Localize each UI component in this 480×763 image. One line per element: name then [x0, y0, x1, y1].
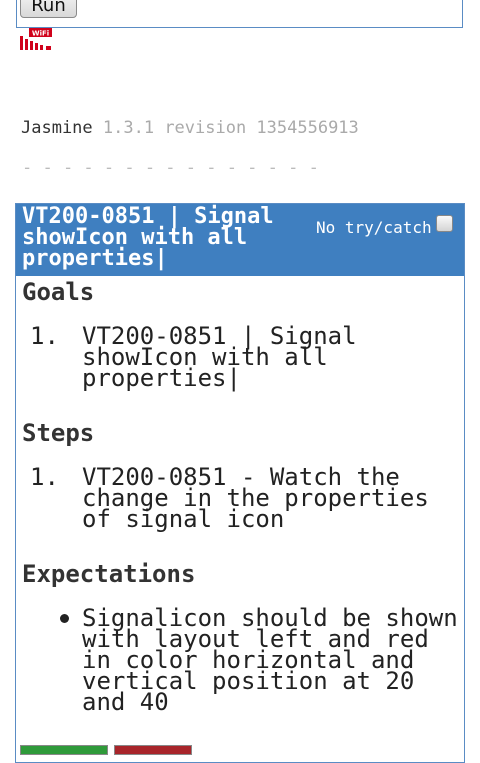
no-trycatch-checkbox[interactable]: [435, 215, 453, 232]
progress-dashes: - - - - - - - - - - - - - - -: [22, 158, 319, 178]
goals-heading: Goals: [22, 278, 95, 306]
goals-item-number: 1.: [30, 322, 59, 350]
run-button[interactable]: Run: [20, 0, 77, 18]
wifi-label: WiFi: [32, 29, 49, 37]
suite-header: VT200-0851 | Signal showIcon with all pr…: [16, 204, 464, 276]
bullet-icon: [60, 614, 69, 623]
wifi-signal-icon: WiFi: [20, 28, 52, 50]
pass-button[interactable]: [20, 745, 108, 755]
jasmine-version: 1.3.1 revision 1354556913: [102, 118, 359, 138]
suite-panel: VT200-0851 | Signal showIcon with all pr…: [15, 203, 465, 763]
no-trycatch-toggle[interactable]: No try/catch: [316, 215, 453, 237]
goals-item-text: VT200-0851 | Signal showIcon with all pr…: [82, 322, 357, 392]
expectations-heading: Expectations: [22, 560, 196, 588]
jasmine-name: Jasmine: [21, 118, 93, 138]
steps-item-number: 1.: [30, 463, 59, 491]
fail-button[interactable]: [114, 745, 192, 755]
jasmine-version-line: Jasmine 1.3.1 revision 1354556913: [21, 118, 359, 138]
steps-item-text: VT200-0851 - Watch the change in the pro…: [82, 463, 429, 533]
no-trycatch-label: No try/catch: [316, 218, 432, 237]
run-panel: Run: [16, 0, 463, 28]
expectations-item-text: Signalicon should be shown with layout l…: [82, 604, 458, 716]
suite-title[interactable]: VT200-0851 | Signal showIcon with all pr…: [22, 204, 274, 271]
steps-heading: Steps: [22, 419, 95, 447]
